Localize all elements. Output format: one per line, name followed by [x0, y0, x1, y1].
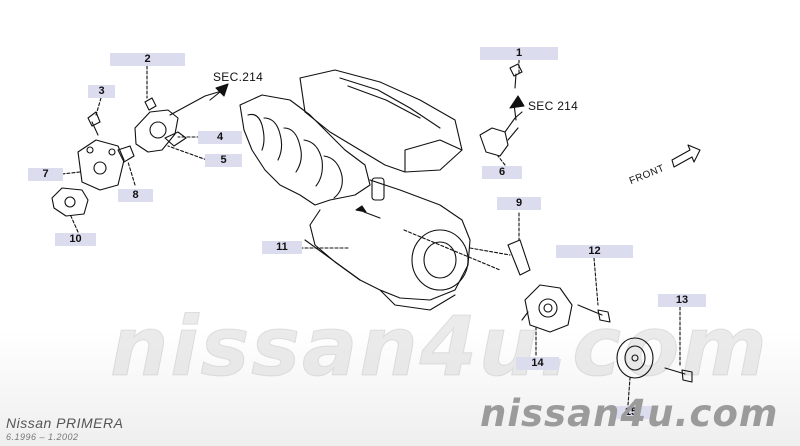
water-pump — [507, 239, 693, 383]
model-name: Nissan PRIMERA — [6, 415, 124, 431]
callout-9[interactable]: 9 — [497, 197, 541, 210]
engine-block — [239, 69, 471, 311]
site-brand[interactable]: nissan4u.com — [480, 392, 779, 435]
callout-6[interactable]: 6 — [482, 166, 522, 179]
callout-3[interactable]: 3 — [88, 85, 115, 98]
callout-5[interactable]: 5 — [205, 154, 242, 167]
callout-8[interactable]: 8 — [118, 189, 153, 202]
callout-13[interactable]: 13 — [658, 294, 706, 307]
callout-1[interactable]: 1 — [480, 47, 558, 60]
background-gradient — [0, 330, 800, 446]
leader-lines — [61, 59, 681, 406]
water-outlet — [479, 63, 525, 157]
thermostat-assembly — [51, 83, 229, 217]
callout-2[interactable]: 2 — [110, 53, 185, 66]
front-arrow — [671, 144, 701, 168]
section-ref-214-left[interactable]: SEC.214 — [213, 70, 264, 84]
callout-15[interactable]: 15 — [610, 406, 652, 419]
callout-11[interactable]: 11 — [262, 241, 302, 254]
model-dates: 6.1996 – 1.2002 — [6, 432, 79, 442]
callout-12[interactable]: 12 — [556, 245, 633, 258]
callout-10[interactable]: 10 — [55, 233, 96, 246]
callout-14[interactable]: 14 — [516, 357, 559, 370]
watermark: nissan4u.com — [110, 300, 769, 396]
section-ref-214-right[interactable]: SEC 214 — [528, 99, 579, 113]
callout-7[interactable]: 7 — [28, 168, 63, 181]
callout-4[interactable]: 4 — [198, 131, 242, 144]
